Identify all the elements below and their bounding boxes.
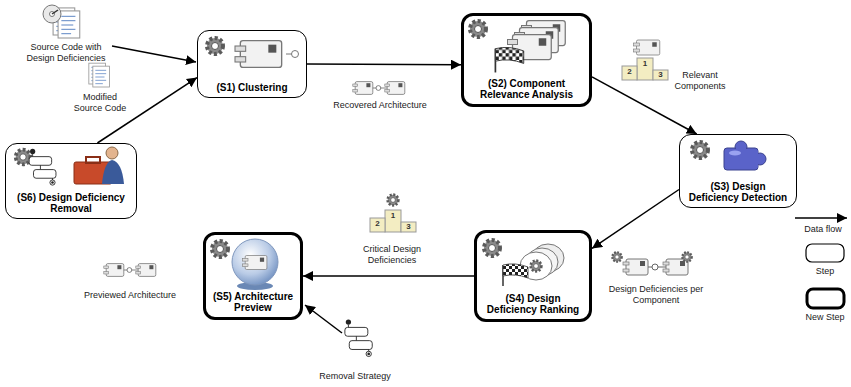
flow-label: Critical Design Deficiencies [349,244,436,266]
step-title: (S3) Design Deficiency Detection [685,181,791,203]
relevant-components-icon [622,40,668,80]
flow-label: Relevant Components [669,70,731,92]
rank-number: 3 [406,222,410,231]
previewed-architecture-icon [104,264,156,277]
rank-number: 2 [627,67,631,76]
rank-number: 1 [643,59,647,68]
data-label: Previewed Architecture [84,290,176,301]
architecture-icon [353,82,405,95]
legend-step [806,244,844,262]
new-step-box: (S2) Component Relevance Analysis [461,13,592,107]
input-arrow [305,305,342,333]
step-title: (S1) Clustering [216,82,287,93]
source-code-icon [43,5,80,38]
connectors [97,64,696,276]
step-title: (S2) Component Relevance Analysis [469,78,584,100]
clustering-icon [207,38,299,67]
removal-strategy-icon [345,319,372,356]
modified-source-icon [89,63,110,87]
legend-arrow [795,217,847,219]
data-label: Source Code with Design Deficiencies [21,42,111,64]
step-title: (S6) Design Deficiency Removal [11,192,131,214]
step-box: (S1) Clustering [197,30,307,98]
data-flow-arrow [303,275,474,277]
new-step-box: (S5) Architecture Preview [203,232,303,320]
legend-new-step [807,289,844,308]
data-flow-arrow [592,190,679,249]
deficiencies-icon [612,252,691,275]
rank-number: 2 [375,219,379,228]
step-title: (S5) Architecture Preview [211,291,295,313]
legend-text: New Step [805,312,844,323]
detection-icon [692,141,766,170]
data-flow-arrow [307,63,461,65]
ranking-icon [484,240,564,286]
relevance-icon [470,21,565,73]
rank-number: 3 [658,70,662,79]
rank-number: 1 [391,211,395,220]
preview-icon [212,239,278,290]
flow-label: Recovered Architecture [332,100,428,111]
step-box: (S6) Design Deficiency Removal [5,143,137,219]
data-label: Removal Strategy [319,371,391,382]
input-arrow [112,46,196,62]
new-step-box: (S4) Design Deficiency Ranking [474,230,592,322]
step-title: (S4) Design Deficiency Ranking [482,293,584,315]
flow-label: Design Deficiencies per Component [600,284,712,306]
flow-label: Modified Source Code [71,92,129,114]
removal-icon [16,147,124,185]
legend-text: Data flow [804,224,842,235]
critical-deficiencies-icon [370,195,416,232]
step-box: (S3) Design Deficiency Detection [679,134,797,208]
legend-text: Step [816,266,835,277]
